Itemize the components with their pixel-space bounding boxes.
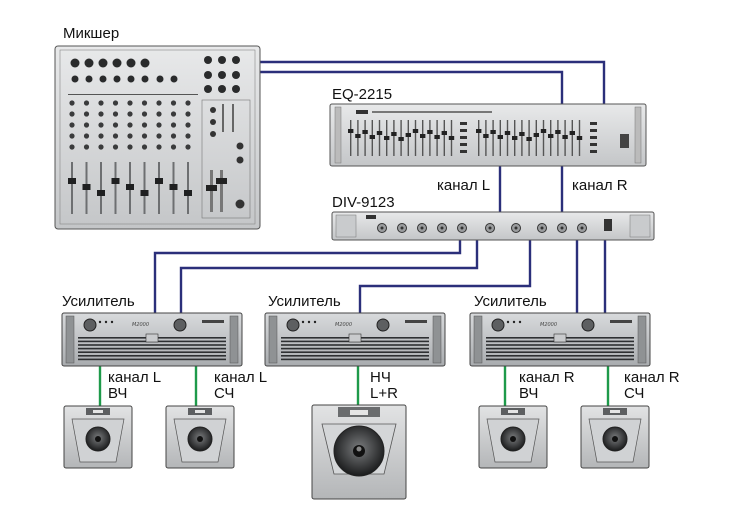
amp2-label: Усилитель bbox=[268, 293, 341, 310]
mixer-label: Микшер bbox=[63, 25, 119, 42]
out-lf-line2: L+R bbox=[370, 385, 398, 402]
speaker-cabinet-icon bbox=[63, 405, 133, 469]
crossover-icon bbox=[331, 211, 655, 241]
out-r-mf-line1: канал R bbox=[624, 369, 680, 386]
amp3-label: Усилитель bbox=[474, 293, 547, 310]
out-l-hf-line1: канал L bbox=[108, 369, 161, 386]
subwoofer-cabinet-icon bbox=[311, 404, 407, 500]
amp1-label: Усилитель bbox=[62, 293, 135, 310]
amp2-model-label: M2000 bbox=[335, 322, 352, 328]
power-amplifier-icon: M2000 bbox=[61, 312, 243, 367]
wire-mixer-eq-2 bbox=[258, 70, 564, 104]
mixer-console-icon bbox=[54, 45, 261, 230]
power-amplifiers: M2000 M2000 M2000 bbox=[61, 312, 651, 367]
eq-slider-bank bbox=[348, 120, 597, 156]
power-amplifier-icon: M2000 bbox=[264, 312, 446, 367]
crossover-knobs bbox=[377, 223, 587, 233]
signal-wiring bbox=[153, 60, 607, 318]
wire-mixer-eq-1 bbox=[258, 60, 606, 104]
channel-r-label: канал R bbox=[572, 177, 628, 194]
amp1-model-label: M2000 bbox=[132, 322, 149, 328]
wire-div-amp1-b bbox=[179, 238, 479, 318]
speaker-cabinet-icon bbox=[580, 405, 650, 469]
speaker-wiring bbox=[98, 366, 610, 408]
wire-div-amp1-a bbox=[153, 238, 462, 318]
out-r-mf-line2: СЧ bbox=[624, 385, 644, 402]
out-l-mf-line2: СЧ bbox=[214, 385, 234, 402]
channel-l-label: канал L bbox=[437, 177, 490, 194]
eq-label: EQ-2215 bbox=[332, 86, 392, 103]
wire-div-amp2 bbox=[358, 238, 532, 318]
speaker-cabinet-icon bbox=[478, 405, 548, 469]
amp3-model-label: M2000 bbox=[540, 322, 557, 328]
speaker-cabinet-icon bbox=[165, 405, 235, 469]
div-label: DIV-9123 bbox=[332, 194, 395, 211]
mixer-channel-strips bbox=[68, 100, 192, 214]
speaker-cabinets bbox=[63, 405, 650, 469]
out-l-mf-line1: канал L bbox=[214, 369, 267, 386]
graphic-equalizer-icon bbox=[329, 103, 647, 167]
out-lf-line1: НЧ bbox=[370, 369, 391, 386]
out-r-hf-line2: ВЧ bbox=[519, 385, 538, 402]
out-r-hf-line1: канал R bbox=[519, 369, 575, 386]
out-l-hf-line2: ВЧ bbox=[108, 385, 127, 402]
power-amplifier-icon: M2000 bbox=[469, 312, 651, 367]
